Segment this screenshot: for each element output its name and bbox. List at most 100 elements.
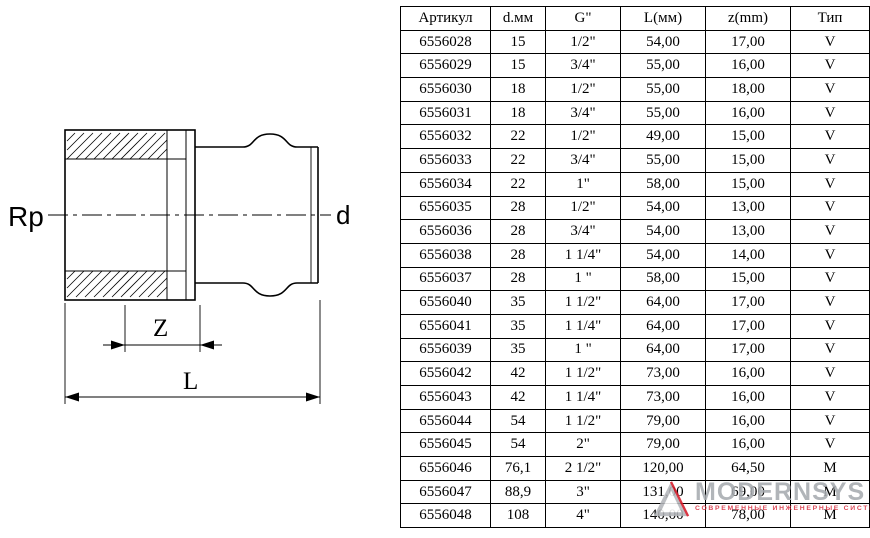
table-cell: 6556036 [400,219,491,244]
table-cell: V [790,53,870,79]
arrowhead-l-left [65,392,79,402]
arrowhead-l-right [306,392,320,402]
table-cell: 58,00 [620,266,706,292]
table-cell: 28 [490,266,546,292]
table-cell: 55,00 [620,77,706,102]
table-cell: 16,00 [705,408,791,434]
table-cell: 13,00 [705,219,791,244]
table-cell: 6556033 [400,148,491,173]
table-cell: V [790,77,870,102]
table-cell: 1 1/4" [545,242,621,268]
dimension-label-z: Z [153,315,168,342]
table-cell: 16,00 [705,432,791,458]
table-cell: 120,00 [620,456,706,481]
table-cell: 17,00 [705,290,791,315]
table-cell: 3/4" [545,148,621,173]
column-header: Тип [790,6,870,31]
table-cell: 15,00 [705,148,791,173]
table-cell: 6556029 [400,53,491,79]
table-cell: 1 1/2" [545,290,621,315]
table-cell: 1" [545,171,621,197]
table-cell: 16,00 [705,53,791,79]
table-cell: 1/2" [545,77,621,102]
table-cell: V [790,361,870,386]
table-cell: 6556034 [400,171,491,197]
table-cell: 22 [490,124,546,150]
column-header: z(mm) [705,6,791,31]
table-cell: 3/4" [545,100,621,126]
table-cell: 22 [490,148,546,173]
table-cell: 28 [490,195,546,221]
column-header: L(мм) [620,6,706,31]
table-cell: 58,00 [620,171,706,197]
table-cell: 35 [490,337,546,363]
table-cell: 1 " [545,337,621,363]
table-cell: 6556041 [400,313,491,339]
table-cell: V [790,100,870,126]
table-cell: M [790,479,870,505]
table-cell: 15 [490,53,546,79]
table-cell: 131,00 [620,479,706,505]
table-cell: V [790,124,870,150]
table-cell: 6556032 [400,124,491,150]
table-cell: 54,00 [620,219,706,244]
table-cell: V [790,195,870,221]
diameter-label-d: d [336,200,350,230]
table-cell: 1/2" [545,29,621,55]
table-cell: V [790,266,870,292]
table-cell: 1/2" [545,195,621,221]
dimension-z: Z [103,305,222,352]
table-cell: 1 1/2" [545,408,621,434]
table-cell: 6556042 [400,361,491,386]
table-cell: 108 [490,503,546,529]
table-cell: 3/4" [545,53,621,79]
table-cell: 3/4" [545,219,621,244]
table-cell: V [790,432,870,458]
table-cell: V [790,242,870,268]
table-cell: V [790,171,870,197]
table-cell: 16,00 [705,361,791,386]
table-cell: 73,00 [620,385,706,410]
table-cell: 6556037 [400,266,491,292]
table-cell: 35 [490,290,546,315]
table-cell: 6556040 [400,290,491,315]
table-cell: 2" [545,432,621,458]
table-cell: V [790,29,870,55]
table-cell: 6556039 [400,337,491,363]
table-cell: 54,00 [620,195,706,221]
table-cell: 6556031 [400,100,491,126]
table-cell: 6556045 [400,432,491,458]
table-cell: 15,00 [705,266,791,292]
table-cell: M [790,456,870,481]
table-cell: 55,00 [620,100,706,126]
table-cell: 54 [490,432,546,458]
table-cell: 55,00 [620,148,706,173]
table-cell: 1/2" [545,124,621,150]
dimension-label-l: L [183,368,198,395]
column-header: Артикул [400,6,491,31]
table-cell: 17,00 [705,29,791,55]
table-cell: 55,00 [620,53,706,79]
table-cell: 140,00 [620,503,706,529]
table-cell: 6556044 [400,408,491,434]
table-cell: 1 1/4" [545,313,621,339]
table-cell: 18 [490,77,546,102]
table-cell: 79,00 [620,432,706,458]
table-cell: 15,00 [705,171,791,197]
table-cell: 6556046 [400,456,491,481]
arrowhead-z-right [200,340,214,350]
table-cell: V [790,337,870,363]
table-cell: 17,00 [705,337,791,363]
table-cell: 6556035 [400,195,491,221]
table-cell: 42 [490,385,546,410]
